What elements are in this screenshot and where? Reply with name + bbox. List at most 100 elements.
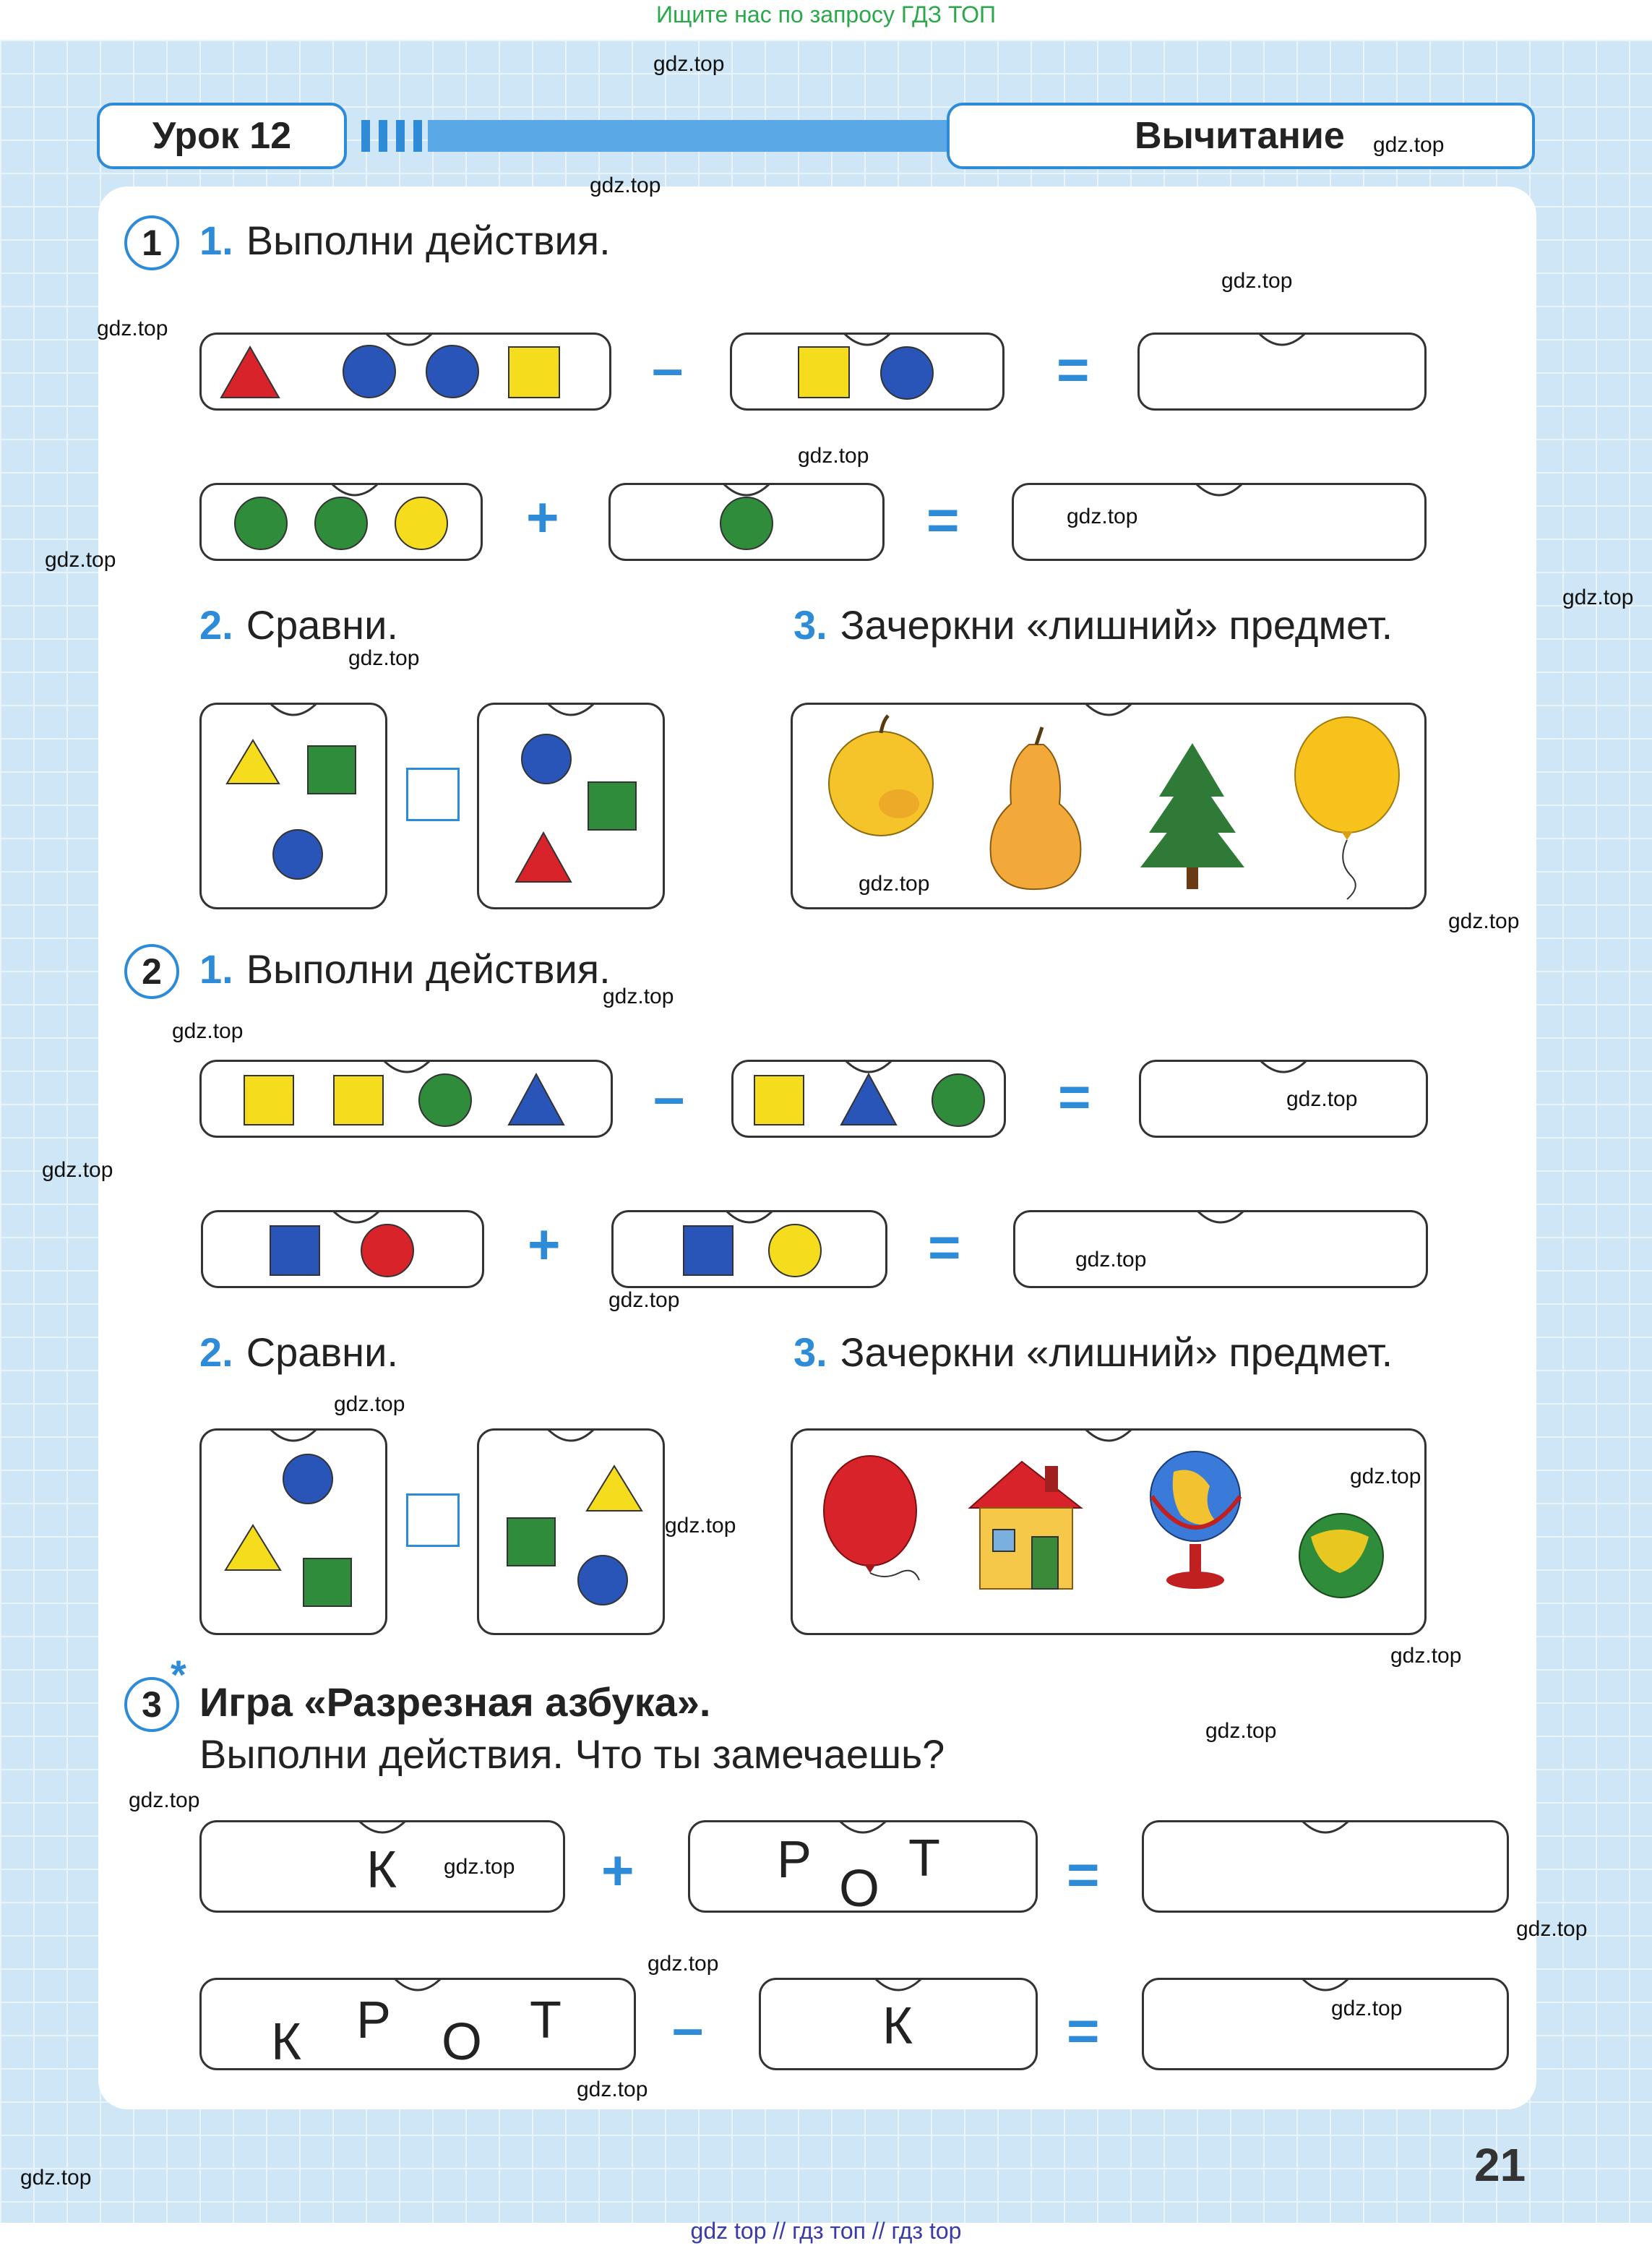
header-stripe (413, 120, 422, 152)
triangle-shape (225, 739, 280, 784)
watermark: gdz.top (665, 1514, 736, 1538)
task-number: 1. (199, 218, 233, 263)
topic-text: Вычитание (1135, 115, 1345, 157)
watermark: gdz.top (444, 1855, 515, 1879)
odd-one-out-frame (791, 1428, 1427, 1635)
task-number: 3. (793, 1329, 827, 1375)
bottom-banner[interactable]: gdz top // гдз топ // гдз top (690, 2218, 962, 2244)
square-shape (798, 346, 850, 398)
letter-card: К (759, 1978, 1038, 2070)
watermark: gdz.top (1516, 1917, 1588, 1941)
task-number: 3. (793, 602, 827, 648)
circle-shape (234, 497, 288, 550)
compare-frame-right (477, 703, 665, 909)
circle-shape (343, 345, 396, 398)
minus-sign: – (653, 1065, 685, 1128)
plus-sign: + (528, 1212, 561, 1276)
task-text: Выполни действия. (246, 946, 611, 992)
operand-frame (199, 333, 611, 411)
watermark: gdz.top (859, 872, 930, 896)
answer-box[interactable] (1139, 1060, 1428, 1138)
watermark: gdz.top (1390, 1644, 1462, 1668)
task-number: 2. (199, 602, 233, 648)
watermark: gdz.top (1067, 505, 1138, 528)
watermark: gdz.top (1221, 269, 1293, 293)
watermark: gdz.top (608, 1288, 680, 1312)
task-text: Зачеркни «лишний» предмет. (840, 602, 1393, 648)
watermark: gdz.top (348, 646, 420, 670)
triangle-shape (840, 1072, 898, 1126)
task-text: Зачеркни «лишний» предмет. (840, 1329, 1393, 1375)
answer-box[interactable] (1137, 333, 1427, 411)
letter: Т (530, 1991, 562, 2049)
answer-box[interactable] (1142, 1978, 1509, 2070)
section-badge-1: 1 (124, 215, 179, 270)
compare-sign-box[interactable] (406, 768, 460, 821)
letter: К (271, 2013, 301, 2071)
watermark: gdz.top (1075, 1248, 1147, 1272)
letter: К (366, 1841, 397, 1899)
star-mark: * (171, 1652, 186, 1697)
watermark: gdz.top (1373, 133, 1445, 157)
triangle-shape (224, 1524, 282, 1571)
task-text: Сравни. (246, 1329, 398, 1375)
task-1-2: 2.Сравни. (199, 601, 398, 648)
equals-sign: = (1067, 1999, 1100, 2062)
game-title: Игра «Разрезная азбука». (199, 1679, 711, 1725)
balloon-icon (823, 1455, 920, 1581)
answer-box[interactable] (1013, 1210, 1428, 1288)
circle-shape (418, 1073, 472, 1127)
watermark: gdz.top (1562, 586, 1634, 609)
task-text: Выполни действия. (246, 218, 611, 263)
square-shape (333, 1075, 384, 1126)
circle-shape (272, 829, 323, 880)
task-2-1: 1.Выполни действия. (199, 946, 611, 992)
fir-tree-icon (1140, 743, 1244, 889)
watermark: gdz.top (1331, 1997, 1403, 2020)
watermark: gdz.top (590, 173, 661, 197)
apple-icon (828, 714, 934, 836)
minus-sign: – (652, 336, 684, 400)
circle-shape (361, 1224, 414, 1277)
task-number: 2. (199, 1329, 233, 1375)
watermark: gdz.top (653, 52, 725, 76)
header-bar (428, 120, 948, 152)
operand-frame (201, 1210, 484, 1288)
house-icon (968, 1460, 1083, 1590)
circle-shape (395, 497, 448, 550)
operand-frame (730, 333, 1004, 411)
equals-sign: = (1057, 338, 1090, 401)
square-shape (683, 1225, 733, 1276)
letter-card: К Р О Т (199, 1978, 636, 2070)
square-shape (754, 1075, 804, 1126)
answer-box[interactable] (1142, 1820, 1509, 1913)
task-1-3: 3. Зачеркни «лишний» предмет. (793, 601, 1393, 648)
equals-sign: = (926, 488, 960, 552)
watermark: gdz.top (20, 2166, 92, 2190)
minus-sign: – (672, 1996, 704, 2059)
watermark: gdz.top (334, 1392, 405, 1416)
watermark: gdz.top (172, 1019, 244, 1043)
circle-shape (577, 1555, 628, 1605)
section-badge-2: 2 (124, 944, 179, 999)
watermark: gdz.top (577, 2078, 648, 2101)
circle-shape (314, 497, 368, 550)
task-2-3: 3. Зачеркни «лишний» предмет. (793, 1329, 1393, 1376)
watermark: gdz.top (1286, 1087, 1358, 1111)
circle-shape (720, 497, 773, 550)
square-shape (270, 1225, 320, 1276)
game-instructions: Выполни действия. Что ты замечаешь? (199, 1731, 945, 1777)
square-shape (303, 1558, 352, 1607)
top-banner[interactable]: Ищите нас по запросу ГДЗ ТОП (656, 1, 996, 27)
answer-box[interactable] (1012, 483, 1427, 561)
triangle-shape (515, 831, 572, 883)
triangle-shape (220, 345, 280, 398)
page-number: 21 (1474, 2139, 1526, 2191)
compare-frame-left (199, 703, 387, 909)
watermark: gdz.top (1205, 1719, 1277, 1743)
compare-frame-right (477, 1428, 665, 1635)
circle-shape (426, 345, 479, 398)
compare-sign-box[interactable] (406, 1493, 460, 1547)
letter: О (839, 1860, 880, 1918)
operand-frame (199, 483, 483, 561)
